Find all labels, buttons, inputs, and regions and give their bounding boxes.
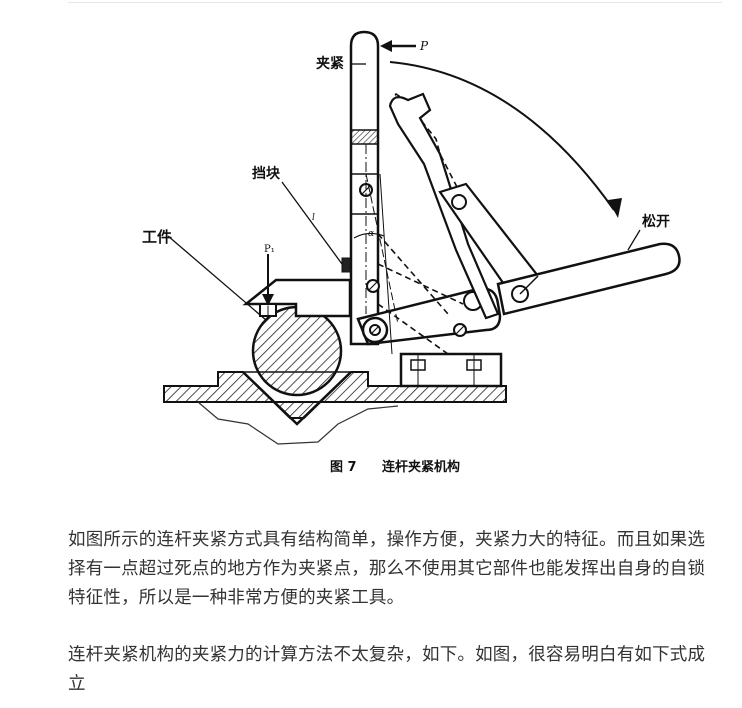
released-handle [496, 242, 681, 316]
paragraph-2: 连杆夹紧机构的夹紧力的计算方法不太复杂，如下。如图，很容易明白有如下式成立 [68, 645, 706, 694]
label-force-p: P [419, 39, 429, 53]
leader-lines [167, 63, 641, 321]
released-link [388, 92, 540, 320]
center-pivot [366, 279, 380, 293]
link-plate [356, 287, 502, 346]
paragraph-1: 如图所示的连杆夹紧方式具有结构简单，操作方便，夹紧力大的特征。而且如果选择有一点… [68, 530, 706, 608]
toggle-clamp-diagram: 夹紧 P 挡块 工件 松开 P₁ α l 图 7 连杆夹紧机构 [142, 30, 681, 475]
top-divider [68, 2, 722, 3]
vertical-handle [349, 30, 380, 346]
clamp-base-block [399, 352, 503, 388]
workpiece-circle [251, 305, 343, 397]
label-p1: P₁ [264, 244, 275, 255]
centerline-angle [353, 144, 399, 355]
toggle-clamp-figure: 夹紧 P 挡块 工件 松开 P₁ α l 图 7 连杆夹紧机构 [68, 14, 722, 492]
label-l: l [312, 213, 315, 223]
label-workpiece: 工件 [142, 228, 172, 246]
label-alpha: α [368, 229, 374, 239]
clamp-arm [242, 257, 353, 318]
caption-number: 图 7 [330, 460, 357, 475]
label-release: 松开 [642, 213, 670, 230]
label-clamp: 夹紧 [316, 55, 344, 72]
caption-title: 连杆夹紧机构 [382, 459, 460, 475]
force-p-arrow [380, 40, 416, 52]
force-p1-arrow [262, 254, 274, 306]
label-stop-block: 挡块 [252, 165, 281, 182]
release-arc-arrow [389, 61, 622, 218]
